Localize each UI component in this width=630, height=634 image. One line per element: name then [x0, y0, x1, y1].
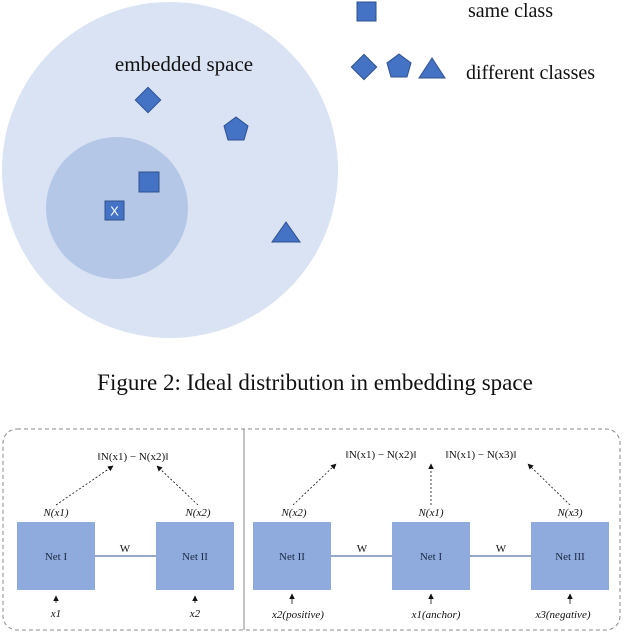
siamese-arrow-left-to-loss	[55, 465, 114, 506]
triplet-net-anchor-label: Net I	[420, 551, 443, 563]
query-square-icon	[104, 200, 125, 221]
siamese-net-left-box	[17, 522, 95, 590]
pentagon-icon	[223, 116, 249, 141]
triplet-network-diagram: ‖N(x1) − N(x2)‖ ‖N(x1) − N(x3)‖ N(x2) N(…	[253, 449, 609, 621]
figure-caption: Figure 2: Ideal distribution in embeddin…	[97, 370, 533, 395]
triplet-loss-positive: ‖N(x1) − N(x2)‖	[346, 449, 416, 461]
triplet-input-positive: x2(positive)	[271, 609, 324, 621]
query-label: X	[110, 204, 119, 219]
siamese-net-right-box	[156, 522, 234, 590]
triplet-weight-label-left: W	[357, 543, 368, 555]
triplet-output-negative: N(x3)	[556, 507, 582, 519]
triplet-arrow-positive-to-loss	[292, 463, 337, 506]
triplet-output-anchor: N(x1)	[417, 507, 443, 519]
legend-different-classes: different classes	[466, 62, 595, 84]
triangle-icon	[271, 221, 301, 243]
diamond-icon	[134, 86, 162, 114]
query-sample: X	[104, 200, 125, 221]
siamese-network-diagram: ‖N(x1) − N(x2)‖ N(x1) N(x2) Net I Net II…	[17, 451, 234, 620]
triplet-arrow-negative-to-loss	[527, 463, 571, 506]
siamese-input-right: x2	[189, 608, 201, 620]
legend-same-class: same class	[468, 0, 553, 22]
triplet-output-positive: N(x2)	[280, 507, 306, 519]
legend-triangle-icon	[418, 57, 446, 79]
triplet-net-positive-box	[253, 522, 331, 590]
legend-pentagon-icon	[386, 53, 412, 78]
siamese-output-right: N(x2)	[184, 507, 210, 519]
triplet-net-anchor-box	[392, 522, 470, 590]
siamese-loss: ‖N(x1) − N(x2)‖	[98, 451, 168, 463]
legend: same class different classes	[350, 0, 595, 84]
legend-diamond-icon	[350, 53, 378, 81]
triplet-net-negative-box	[531, 522, 609, 590]
triplet-net-negative-label: Net III	[555, 551, 585, 563]
siamese-input-left: x1	[50, 608, 61, 620]
triplet-input-anchor: x1(anchor)	[411, 609, 461, 621]
square-icon	[138, 171, 160, 193]
triplet-weight-label-right: W	[496, 543, 507, 555]
siamese-output-left: N(x1)	[42, 507, 68, 519]
embedded-space-label: embedded space	[115, 52, 253, 76]
embedding-space-figure: embedded space X	[2, 2, 338, 338]
triplet-input-negative: x3(negative)	[535, 609, 591, 621]
siamese-weight-label: W	[120, 543, 131, 555]
triplet-net-positive-label: Net II	[279, 551, 305, 563]
siamese-net-left-label: Net I	[45, 551, 68, 563]
diagram-panel-border	[2, 428, 621, 631]
legend-square-icon	[356, 1, 377, 22]
triplet-loss-negative: ‖N(x1) − N(x3)‖	[446, 449, 516, 461]
siamese-arrow-right-to-loss	[156, 465, 199, 506]
siamese-net-right-label: Net II	[182, 551, 208, 563]
